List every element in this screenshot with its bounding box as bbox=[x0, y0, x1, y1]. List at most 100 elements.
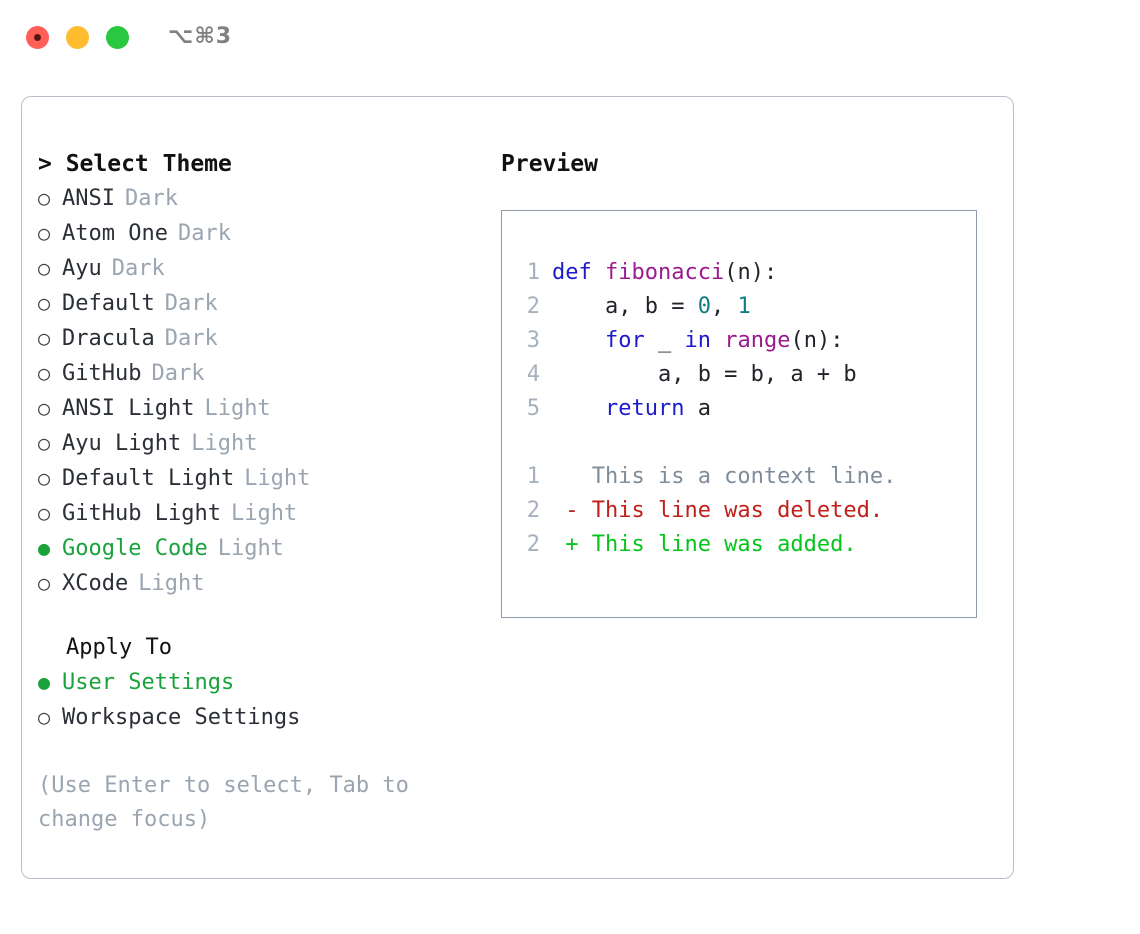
theme-option-ayu-light[interactable]: ○ Ayu Light Light bbox=[38, 426, 498, 461]
code-token-add: + This line was added. bbox=[552, 532, 857, 557]
select-theme-heading: > Select Theme bbox=[38, 151, 232, 177]
theme-option-label: GitHub bbox=[62, 361, 142, 386]
radio-unselected-icon: ○ bbox=[38, 705, 51, 729]
code-token-kw: return bbox=[604, 396, 698, 421]
code-line: 3 for _ in range(n): bbox=[514, 324, 896, 358]
code-token-fn: range bbox=[724, 328, 791, 353]
radio-unselected-icon: ○ bbox=[38, 466, 51, 490]
code-line: 1 This is a context line. bbox=[514, 460, 897, 494]
apply-to-option-label: Workspace Settings bbox=[62, 705, 301, 730]
code-token-id bbox=[552, 396, 605, 421]
radio-unselected-icon: ○ bbox=[38, 396, 51, 420]
theme-option-label: Google Code bbox=[62, 536, 208, 561]
code-line: 2 a, b = 0, 1 bbox=[514, 290, 896, 324]
line-number: 3 bbox=[526, 328, 540, 353]
radio-unselected-icon: ○ bbox=[38, 361, 51, 385]
code-token-id: a bbox=[697, 396, 711, 421]
code-line-content: - This line was deleted. bbox=[552, 494, 883, 528]
code-token-num: 1 bbox=[737, 294, 751, 319]
line-number: 1 bbox=[526, 260, 540, 285]
code-token-fn: fibonacci bbox=[604, 260, 725, 285]
radio-selected-icon: ● bbox=[38, 670, 51, 694]
radio-unselected-icon: ○ bbox=[38, 291, 51, 315]
theme-option-variant: Dark bbox=[164, 291, 218, 316]
radio-unselected-icon: ○ bbox=[38, 431, 51, 455]
radio-unselected-icon: ○ bbox=[38, 186, 51, 210]
code-token-del: - This line was deleted. bbox=[552, 498, 884, 523]
apply-to-option-workspace-settings[interactable]: ○ Workspace Settings bbox=[38, 700, 498, 735]
code-line: 4 a, b = b, a + b bbox=[514, 358, 896, 392]
code-token-punc: (n): bbox=[724, 260, 778, 285]
code-token-kw: in bbox=[684, 328, 725, 353]
theme-option-github[interactable]: ○ GitHub Dark bbox=[38, 356, 498, 391]
code-line-content: for _ in range(n): bbox=[552, 324, 843, 358]
radio-selected-icon: ● bbox=[38, 536, 51, 560]
code-token-punc: = bbox=[671, 294, 698, 319]
theme-option-label: Ayu Light bbox=[62, 431, 182, 456]
theme-option-label: Default bbox=[62, 291, 155, 316]
theme-option-label: GitHub Light bbox=[62, 501, 221, 526]
theme-option-variant: Light bbox=[244, 466, 311, 491]
code-line-content: a, b = 0, 1 bbox=[552, 290, 751, 324]
apply-to-option-label: User Settings bbox=[62, 670, 235, 695]
theme-option-label: Ayu bbox=[62, 256, 102, 281]
apply-to-options-list: ● User Settings ○ Workspace Settings bbox=[38, 665, 498, 735]
maximize-window-button[interactable] bbox=[106, 26, 129, 49]
code-line-content: + This line was added. bbox=[552, 528, 857, 562]
line-number: 2 bbox=[526, 532, 540, 557]
radio-unselected-icon: ○ bbox=[38, 571, 51, 595]
code-line bbox=[514, 426, 896, 460]
close-window-button[interactable] bbox=[26, 26, 49, 49]
minimize-window-button[interactable] bbox=[66, 26, 89, 49]
code-token-kw: for bbox=[604, 328, 658, 353]
theme-option-label: ANSI Light bbox=[62, 396, 195, 421]
keyboard-shortcut-label: ⌥⌘3 bbox=[168, 24, 233, 49]
line-number: 5 bbox=[526, 396, 540, 421]
theme-option-label: Default Light bbox=[62, 466, 235, 491]
theme-option-variant: Light bbox=[191, 431, 258, 456]
theme-option-xcode[interactable]: ○ XCode Light bbox=[38, 566, 498, 601]
theme-option-variant: Dark bbox=[164, 326, 218, 351]
line-number: 4 bbox=[526, 362, 540, 387]
theme-option-ayu[interactable]: ○ Ayu Dark bbox=[38, 251, 498, 286]
code-line-content: return a bbox=[552, 392, 711, 426]
title-bar: ⌥⌘3 bbox=[0, 0, 1140, 76]
theme-option-variant: Light bbox=[217, 536, 284, 561]
code-token-id: a, b bbox=[552, 294, 672, 319]
theme-option-label: ANSI bbox=[62, 186, 115, 211]
apply-to-heading: Apply To bbox=[66, 635, 172, 660]
radio-unselected-icon: ○ bbox=[38, 256, 51, 280]
code-token-punc: , bbox=[710, 294, 738, 319]
keyboard-hint-text: (Use Enter to select, Tab to change focu… bbox=[38, 773, 409, 832]
theme-option-label: Atom One bbox=[62, 221, 168, 246]
theme-option-variant: Light bbox=[138, 571, 205, 596]
code-token-id bbox=[552, 328, 605, 353]
code-line: 5 return a bbox=[514, 392, 896, 426]
theme-option-variant: Dark bbox=[151, 361, 205, 386]
theme-option-label: XCode bbox=[62, 571, 129, 596]
code-token-kw: def bbox=[552, 260, 605, 285]
theme-option-label: Dracula bbox=[62, 326, 155, 351]
theme-option-default-light[interactable]: ○ Default Light Light bbox=[38, 461, 498, 496]
theme-option-google-code[interactable]: ● Google Code Light bbox=[38, 531, 498, 566]
line-number: 2 bbox=[526, 498, 540, 523]
apply-to-option-user-settings[interactable]: ● User Settings bbox=[38, 665, 498, 700]
code-token-id: a, b = b, a + b bbox=[552, 362, 857, 387]
theme-option-variant: Dark bbox=[111, 256, 165, 281]
line-number: 1 bbox=[526, 464, 540, 489]
theme-option-default[interactable]: ○ Default Dark bbox=[38, 286, 498, 321]
theme-option-variant: Light bbox=[230, 501, 298, 526]
code-line: 2 + This line was added. bbox=[514, 528, 896, 562]
code-line-content: This is a context line. bbox=[552, 460, 897, 494]
